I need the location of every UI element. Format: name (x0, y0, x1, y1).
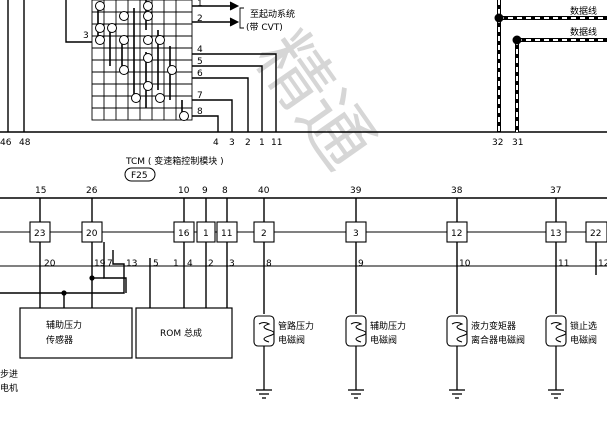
tcm-pin: 32 (492, 138, 503, 148)
starter-label-cvt: (带 CVT) (246, 22, 283, 33)
wire-number: 20 (44, 259, 56, 269)
output-pin-5: 5 (197, 57, 203, 67)
tcm-bottom-pins: 46 48 4 3 2 1 11 32 31 (0, 138, 523, 148)
wire-number: 10 (459, 259, 471, 269)
connector-labels: 23 20 16 1 11 2 3 12 13 22 (34, 229, 601, 239)
tcm-connector-badge (124, 167, 156, 182)
connector-number: 11 (221, 229, 232, 239)
lock-solenoid-label-2: 电磁阀 (570, 334, 597, 346)
tcm-top-pins: 15 26 10 9 8 40 39 38 37 (35, 186, 561, 196)
wire-number: 2 (208, 259, 214, 269)
tcm-pin: 26 (86, 186, 98, 196)
output-pin-8: 8 (197, 107, 203, 117)
stepper-motor-label-2: 电机 (0, 382, 18, 394)
starter-label: 至起动系统 (250, 8, 295, 20)
aux-solenoid-label-1: 辅助压力 (370, 320, 406, 332)
aux-sensor-label-1: 辅助压力 (46, 319, 82, 331)
grounds (256, 346, 564, 399)
connector-number: 23 (34, 229, 45, 239)
wire-number: 7 (107, 259, 113, 269)
aux-sensor-label-2: 传感器 (46, 334, 73, 346)
tcm-connector-code: F25 (131, 171, 148, 181)
tcm-pin: 8 (222, 186, 228, 196)
wire-number: 1 (173, 259, 179, 269)
output-pin-7: 7 (197, 91, 203, 101)
tcm-pin: 48 (19, 138, 31, 148)
connector-number: 22 (590, 229, 601, 239)
data-line-label-2: 数据线 (570, 26, 597, 38)
data-lines (494, 0, 607, 132)
lower-section (0, 197, 607, 399)
connector-number: 20 (86, 229, 98, 239)
solenoids (253, 315, 567, 347)
tcm-pin: 11 (271, 138, 282, 148)
lock-solenoid-label-1: 锁止选 (570, 320, 597, 332)
tcm-pin: 9 (202, 186, 208, 196)
connector-number: 1 (203, 229, 209, 239)
tcm-pin: 46 (0, 138, 12, 148)
switch-matrix (91, 0, 193, 121)
output-pin-2: 2 (197, 14, 203, 24)
tc-solenoid-label-1: 液力变矩器 (471, 320, 516, 332)
output-pin-6: 6 (197, 69, 203, 79)
wire-number: 3 (229, 259, 235, 269)
connector-number: 2 (261, 229, 267, 239)
tcm-pin: 2 (245, 138, 251, 148)
tcm-label: TCM ( 变速箱控制模块 ) (125, 155, 224, 167)
matrix-input-pin: 3 (83, 31, 89, 41)
output-pin-4: 4 (197, 45, 203, 55)
tcm-pin: 31 (512, 138, 523, 148)
tcm-pin: 10 (178, 186, 190, 196)
wire-number: 5 (153, 259, 159, 269)
tcm-pin: 4 (213, 138, 219, 148)
aux-solenoid-label-2: 电磁阀 (370, 334, 397, 346)
connector-number: 12 (451, 229, 462, 239)
rom-assembly (135, 307, 233, 359)
wire-number: 9 (358, 259, 364, 269)
wire-number: 19 (94, 259, 106, 269)
tc-solenoid-label-2: 离合器电磁阀 (471, 334, 525, 346)
line-solenoid-label-1: 管路压力 (278, 320, 314, 332)
wire-number: 13 (126, 259, 137, 269)
connector-number: 13 (550, 229, 561, 239)
output-pin-1: 1 (197, 0, 203, 9)
wire-number: 11 (558, 259, 569, 269)
matrix-contacts (95, 1, 189, 121)
tcm-pin: 40 (258, 186, 270, 196)
data-line-label-1: 数据线 (570, 5, 597, 17)
stepper-motor-label-1: 步进 (0, 369, 18, 380)
tcm-pin: 37 (550, 186, 561, 196)
tcm-pin: 38 (451, 186, 463, 196)
top-section (0, 0, 607, 133)
wire-labels: 20 19 7 13 5 1 4 2 3 8 9 10 11 12 (44, 259, 607, 269)
connector-number: 3 (353, 229, 359, 239)
line-solenoid-label-2: 电磁阀 (278, 334, 305, 346)
aux-pressure-sensor (19, 307, 133, 359)
wire-number: 12 (598, 259, 607, 269)
tcm-pin: 15 (35, 186, 46, 196)
tcm-pin: 39 (350, 186, 362, 196)
rom-label: ROM 总成 (160, 327, 202, 339)
tcm-pin: 1 (259, 138, 265, 148)
tcm-pin: 3 (229, 138, 235, 148)
wire-number: 4 (187, 259, 193, 269)
wire-number: 8 (266, 259, 272, 269)
connector-number: 16 (178, 229, 190, 239)
